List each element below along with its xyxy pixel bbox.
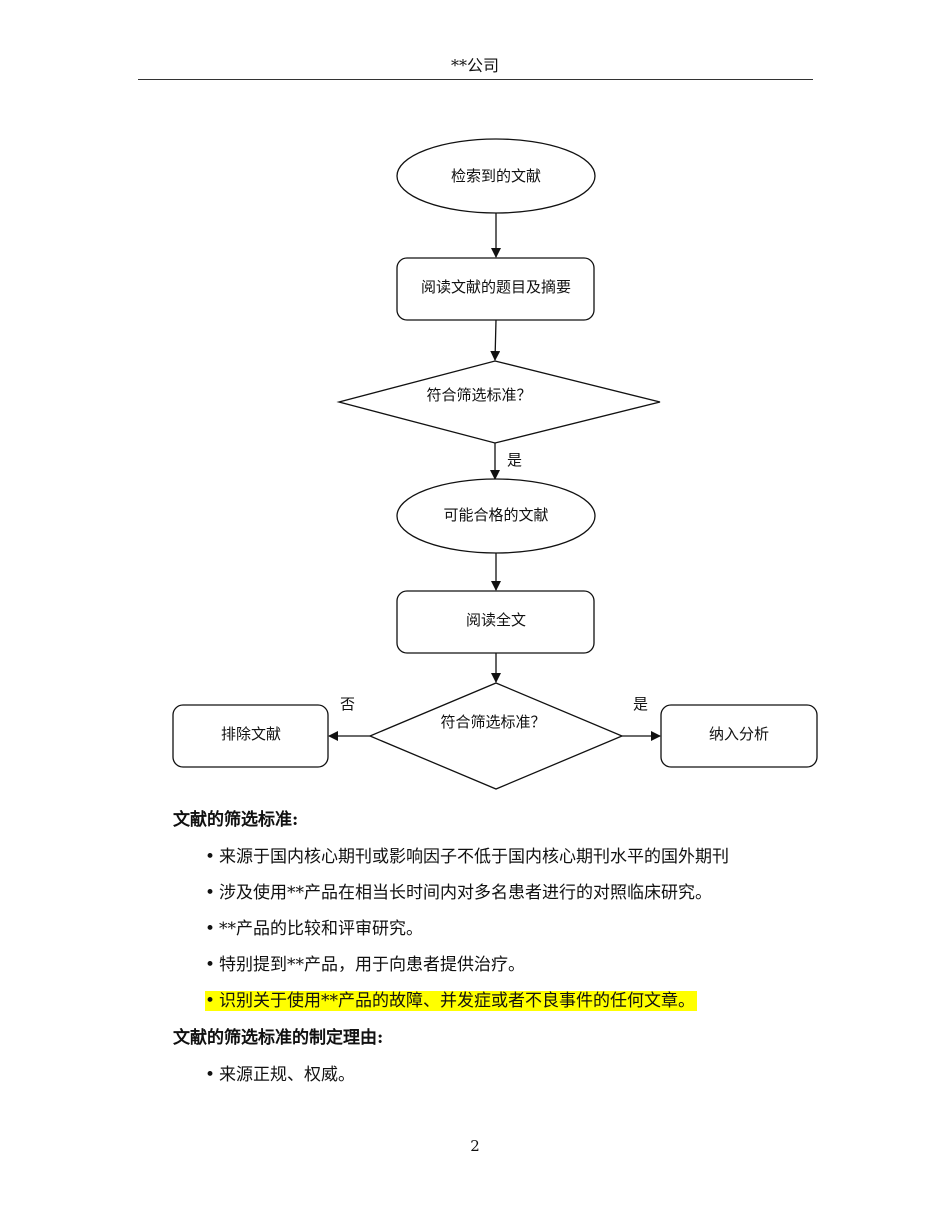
node-criteria-check-1-label: 符合筛选标准？	[426, 386, 531, 404]
criteria-item: •**产品的比较和评审研究。	[205, 917, 423, 941]
bullet-icon: •	[205, 847, 216, 867]
label-yes-1: 是	[507, 451, 522, 469]
node-read-title-abstract: 阅读文献的题目及摘要	[396, 257, 595, 321]
page-number: 2	[470, 1137, 480, 1155]
criteria-item-highlighted: •识别关于使用**产品的故障、并发症或者不良事件的任何文章。	[205, 989, 697, 1013]
header-divider	[138, 79, 813, 80]
arrow-read-title-to-criteria1	[490, 319, 501, 361]
literature-screening-flowchart: 检索到的文献 阅读文献的题目及摘要 符合筛选标准？ 是 可能合格的文献 阅读全文…	[172, 138, 818, 790]
bullet-icon: •	[205, 919, 216, 939]
node-read-full-text: 阅读全文	[396, 590, 595, 654]
node-eligible-literature-label: 可能合格的文献	[443, 506, 548, 524]
node-read-full-text-label: 阅读全文	[466, 611, 526, 629]
node-exclude-literature-label: 排除文献	[221, 725, 281, 743]
rationale-item: •来源正规、权威。	[205, 1063, 355, 1087]
node-criteria-check-1: 符合筛选标准？	[336, 360, 661, 444]
bullet-icon: •	[205, 1065, 216, 1085]
criteria-heading: 文献的筛选标准:	[173, 810, 299, 830]
node-exclude-literature: 排除文献	[172, 704, 329, 768]
criteria-item-text: 特别提到**产品，用于向患者提供治疗。	[219, 955, 525, 975]
node-retrieved-literature: 检索到的文献	[396, 138, 596, 214]
criteria-item: •特别提到**产品，用于向患者提供治疗。	[205, 953, 525, 977]
rationale-heading: 文献的筛选标准的制定理由:	[173, 1028, 384, 1048]
node-read-title-abstract-label: 阅读文献的题目及摘要	[421, 278, 571, 296]
label-no-2: 否	[340, 695, 355, 713]
node-criteria-check-2-label: 符合筛选标准？	[440, 713, 545, 731]
highlight-mark: •识别关于使用**产品的故障、并发症或者不良事件的任何文章。	[205, 991, 697, 1011]
label-yes-2: 是	[633, 695, 648, 713]
bullet-icon: •	[205, 955, 216, 975]
criteria-item: •涉及使用**产品在相当长时间内对多名患者进行的对照临床研究。	[205, 881, 712, 905]
criteria-item-text: 涉及使用**产品在相当长时间内对多名患者进行的对照临床研究。	[219, 883, 712, 903]
node-include-analysis: 纳入分析	[660, 704, 818, 768]
node-include-analysis-label: 纳入分析	[709, 725, 769, 743]
rationale-item-text: 来源正规、权威。	[219, 1065, 355, 1085]
criteria-item: •来源于国内核心期刊或影响因子不低于国内核心期刊水平的国外期刊	[205, 845, 729, 869]
criteria-item-text: 识别关于使用**产品的故障、并发症或者不良事件的任何文章。	[219, 991, 695, 1011]
criteria-item-text: 来源于国内核心期刊或影响因子不低于国内核心期刊水平的国外期刊	[219, 847, 729, 867]
node-eligible-literature: 可能合格的文献	[396, 478, 596, 554]
bullet-icon: •	[205, 991, 216, 1011]
node-retrieved-literature-label: 检索到的文献	[451, 167, 541, 185]
criteria-item-text: **产品的比较和评审研究。	[219, 919, 423, 939]
bullet-icon: •	[205, 883, 216, 903]
page-header-title: **公司	[450, 56, 499, 75]
node-criteria-check-2: 符合筛选标准？	[368, 682, 624, 790]
